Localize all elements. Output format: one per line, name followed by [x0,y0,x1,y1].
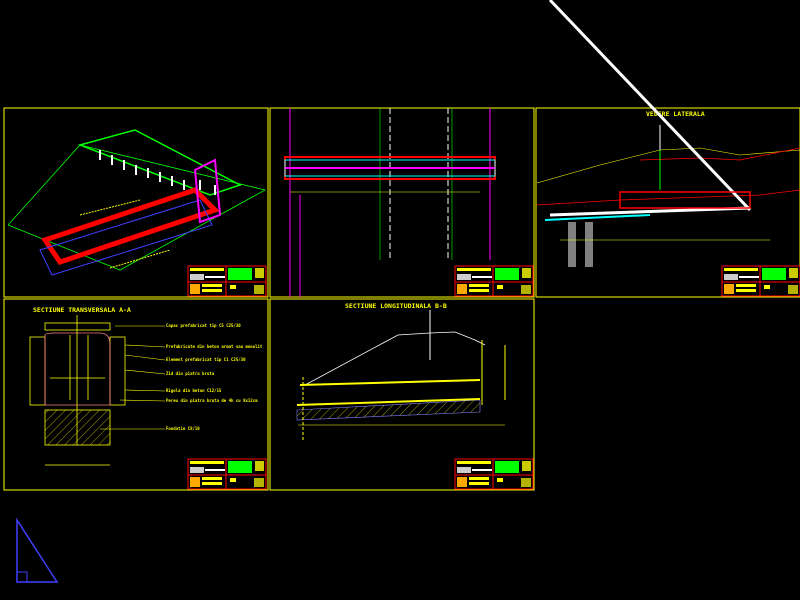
sheet-cross-section[interactable]: SECTIUNE TRANSVERSALA A-A Capac prefabri… [3,298,269,491]
sheet-title: SECTIUNE LONGITUDINALA B-B [345,302,447,310]
label: Rigola din beton C12/15 [166,388,222,393]
sheet-longitudinal-section[interactable]: SECTIUNE LONGITUDINALA B-B [269,298,535,491]
sheet-plan[interactable] [269,107,535,298]
sheet-frame [535,107,800,298]
label: Pereu din piatra bruta de 4h cu 8x12cm [166,398,258,403]
ucs-icon [16,517,59,583]
title-block [721,265,800,297]
sheet-title: SECTIUNE TRANSVERSALA A-A [33,306,131,314]
title-block [187,458,267,490]
sheet-frame [269,107,535,298]
label: Fundatie C8/10 [166,426,200,431]
label: Capac prefabricat tip C5 C25/30 [166,323,241,328]
sheet-title: VEDERE LATERALA [646,110,705,118]
sheet-axonometric[interactable] [3,107,269,298]
culvert-plan [284,156,496,180]
title-block [187,265,267,297]
label: Zid din piatra bruta [166,371,215,376]
culvert-structure [39,158,222,276]
label: Prefabricate din beton armat sau monolit [166,344,263,349]
sheet-frame [3,107,269,298]
title-block [454,265,534,297]
label: Element prefabricat tip C1 C25/30 [166,357,246,362]
cross-section-drawing [29,315,126,466]
sheet-frame [269,298,535,491]
title-block [454,458,534,490]
sheet-frame [3,298,269,491]
sheet-side-view[interactable]: VEDERE LATERALA [535,0,800,298]
